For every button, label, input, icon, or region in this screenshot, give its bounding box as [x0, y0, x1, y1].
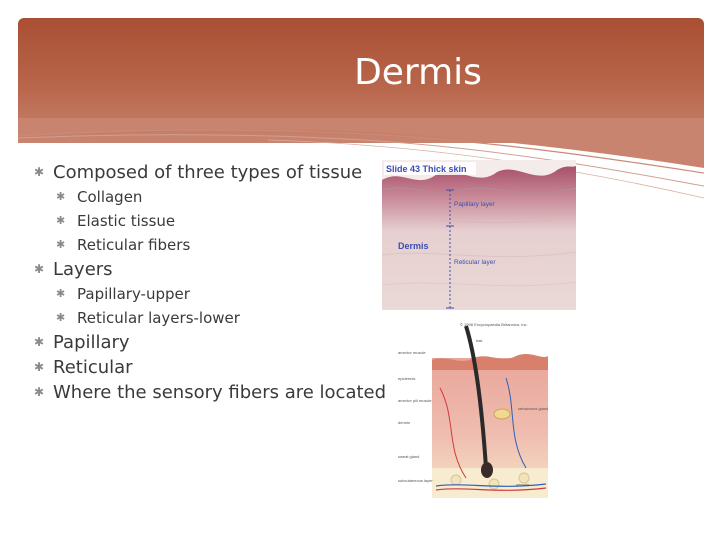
- asterisk-bullet-icon: ✱: [34, 165, 45, 179]
- asterisk-bullet-icon: ✱: [56, 190, 66, 203]
- micrograph-caption: Slide 43 Thick skin: [386, 164, 467, 174]
- diagram-label: arrector muscle: [398, 350, 426, 355]
- slide-title: Dermis: [354, 52, 482, 93]
- diagram-copyright: © 1998 Encyclopaedia Britannica, Inc.: [460, 322, 528, 327]
- sub-bullet-item: ✱ Reticular layers-lower: [34, 306, 414, 330]
- bullet-item: ✱ Layers: [34, 257, 414, 282]
- asterisk-bullet-icon: ✱: [56, 287, 66, 300]
- sub-bullet-item: ✱ Collagen: [34, 185, 414, 209]
- bullet-text: Reticular: [53, 357, 133, 378]
- sub-bullet-text: Collagen: [77, 188, 143, 206]
- dermis-label: Dermis: [398, 241, 429, 251]
- bullet-text: Papillary: [53, 332, 130, 353]
- bullet-text: Layers: [53, 259, 113, 280]
- sub-bullet-text: Reticular layers-lower: [77, 309, 240, 327]
- bullet-list: ✱ Composed of three types of tissue ✱ Co…: [34, 160, 414, 405]
- asterisk-bullet-icon: ✱: [56, 238, 66, 251]
- diagram-label: dermis: [398, 420, 410, 425]
- sub-bullet-text: Reticular fibers: [77, 236, 191, 254]
- diagram-label: sebaceous gland: [518, 406, 548, 411]
- bullet-text: Where the sensory fibers are located: [53, 382, 387, 403]
- sub-bullet-item: ✱ Papillary-upper: [34, 282, 414, 306]
- asterisk-bullet-icon: ✱: [34, 360, 45, 374]
- diagram-label: sweat gland: [398, 454, 419, 459]
- title-wave-decoration: [18, 118, 704, 199]
- skin-cross-section-diagram: © 1998 Encyclopaedia Britannica, Inc. ha…: [396, 318, 556, 502]
- diagram-label: arrector pili muscle: [398, 398, 432, 403]
- bullet-item: ✱ Composed of three types of tissue: [34, 160, 414, 185]
- asterisk-bullet-icon: ✱: [56, 311, 66, 324]
- asterisk-bullet-icon: ✱: [34, 262, 45, 276]
- bullet-item: ✱ Papillary: [34, 330, 414, 355]
- diagram-label: vessels: [516, 482, 529, 487]
- papillary-layer-label: Papillary layer: [454, 201, 496, 208]
- asterisk-bullet-icon: ✱: [34, 335, 45, 349]
- thick-skin-micrograph: Slide 43 Thick skin Papillary layer Derm…: [382, 160, 576, 310]
- asterisk-bullet-icon: ✱: [56, 214, 66, 227]
- sub-bullet-text: Elastic tissue: [77, 212, 176, 230]
- diagram-label: subcutaneous layer: [398, 478, 433, 483]
- bullet-item: ✱ Reticular: [34, 355, 414, 380]
- bullet-text: Composed of three types of tissue: [53, 162, 363, 183]
- reticular-layer-label: Reticular layer: [454, 259, 496, 266]
- bullet-item: ✱ Where the sensory fibers are located: [34, 380, 414, 405]
- asterisk-bullet-icon: ✱: [34, 385, 45, 399]
- sub-bullet-text: Papillary-upper: [77, 285, 190, 303]
- hair-label: hair: [476, 338, 483, 343]
- sub-bullet-item: ✱ Elastic tissue: [34, 209, 414, 233]
- sub-bullet-item: ✱ Reticular fibers: [34, 233, 414, 257]
- diagram-label: epidermis: [398, 376, 415, 381]
